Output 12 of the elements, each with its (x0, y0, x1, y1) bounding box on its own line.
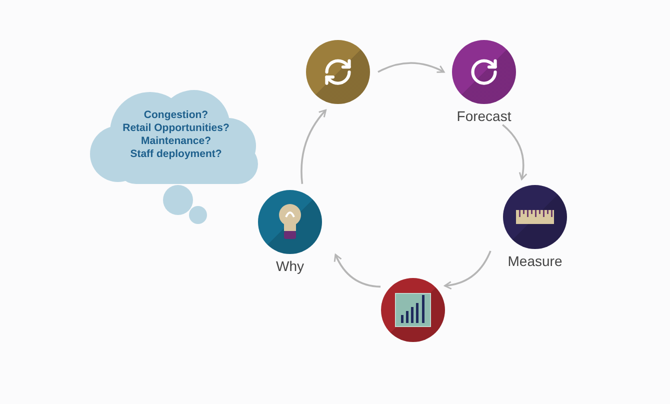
question-text: Congestion? (144, 109, 208, 122)
curved-arrow (444, 250, 492, 290)
curved-arrow (378, 62, 445, 74)
curved-arrow (300, 109, 327, 184)
question-text: Maintenance? (140, 135, 211, 148)
question-text: Staff deployment? (130, 148, 222, 161)
curved-arrow (334, 254, 381, 288)
curved-arrow (502, 124, 528, 180)
question-text: Retail Opportunities? (122, 122, 230, 135)
step-label: Why (276, 258, 304, 274)
step-label: Forecast (456, 108, 512, 124)
step-label: Measure (508, 253, 562, 269)
